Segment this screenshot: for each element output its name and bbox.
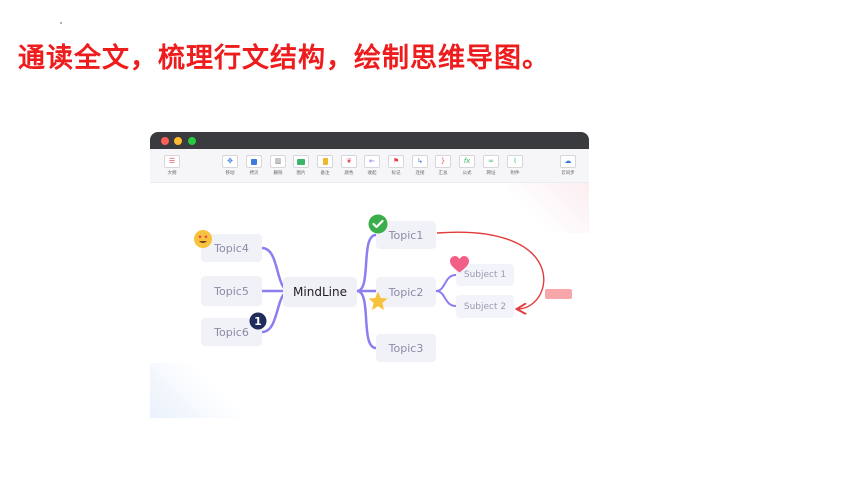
minimize-window-button[interactable] <box>174 137 182 145</box>
central-topic[interactable]: MindLine <box>283 277 357 307</box>
delete-button[interactable]: ▥ 删除 <box>270 155 286 176</box>
mindline-app-window: ☰ 大纲 ✥ 移动 拷贝 ▥ 删除 图片 备注 ❦ 颜色 ⇤ 收起 <box>150 132 589 418</box>
relation-label[interactable] <box>545 289 572 299</box>
move-icon: ✥ <box>222 155 238 168</box>
attachment-button[interactable]: ⌇ 附件 <box>507 155 523 176</box>
link-button[interactable]: ∞ 网址 <box>483 155 499 176</box>
trash-icon: ▥ <box>270 155 286 168</box>
flag-icon: ⚑ <box>388 155 404 168</box>
subject2-node[interactable]: Subject 2 <box>456 295 514 318</box>
decorative-dot <box>60 22 62 24</box>
branch-line-topic1 <box>356 233 377 293</box>
cloud-icon: ☁ <box>560 155 576 168</box>
note-button[interactable]: 备注 <box>317 155 333 176</box>
window-titlebar <box>150 132 589 149</box>
canvas-gradient-decoration <box>509 183 589 233</box>
toolbar: ☰ 大纲 ✥ 移动 拷贝 ▥ 删除 图片 备注 ❦ 颜色 ⇤ 收起 <box>150 149 589 183</box>
cloud-sync-button[interactable]: ☁ 云同步 <box>560 155 576 176</box>
mindmap-canvas[interactable]: Topic4 Topic5 Topic6 MindLine Topic1 Top… <box>150 183 589 418</box>
collapse-button[interactable]: ⇤ 收起 <box>364 155 380 176</box>
outline-icon: ☰ <box>164 155 180 168</box>
outline-button[interactable]: ☰ 大纲 <box>164 155 180 176</box>
star-icon <box>368 291 388 310</box>
maximize-window-button[interactable] <box>188 137 196 145</box>
heart-icon <box>450 256 469 273</box>
heart-eyes-emoji-icon <box>194 230 212 248</box>
topic5-node[interactable]: Topic5 <box>201 276 262 306</box>
topic3-node[interactable]: Topic3 <box>376 334 436 362</box>
branch-line-subject2 <box>435 290 457 307</box>
svg-text:1: 1 <box>254 315 262 328</box>
summary-button[interactable]: } 汇总 <box>435 155 451 176</box>
paperclip-icon: ⌇ <box>507 155 523 168</box>
branch-links <box>261 231 545 350</box>
palette-icon: ❦ <box>341 155 357 168</box>
move-button[interactable]: ✥ 移动 <box>222 155 238 176</box>
priority-1-icon: 1 <box>249 312 267 330</box>
relation-arrow <box>436 231 545 309</box>
copy-button[interactable]: 拷贝 <box>246 155 262 176</box>
collapse-icon: ⇤ <box>364 155 380 168</box>
formula-button[interactable]: fx 公式 <box>459 155 475 176</box>
connect-button[interactable]: ↳ 连接 <box>412 155 428 176</box>
link-icon: ∞ <box>483 155 499 168</box>
image-button[interactable]: 图片 <box>293 155 309 176</box>
connect-icon: ↳ <box>412 155 428 168</box>
canvas-gradient-decoration <box>150 363 240 418</box>
close-window-button[interactable] <box>161 137 169 145</box>
formula-icon: fx <box>459 155 475 168</box>
page-headline: 通读全文，梳理行文结构，绘制思维导图。 <box>18 43 550 74</box>
image-icon <box>293 155 309 168</box>
branch-line-topic3 <box>356 289 377 350</box>
color-button[interactable]: ❦ 颜色 <box>341 155 357 176</box>
copy-icon <box>246 155 262 168</box>
checkmark-icon <box>368 214 388 234</box>
mark-button[interactable]: ⚑ 标记 <box>388 155 404 176</box>
topic2-node[interactable]: Topic2 <box>376 277 436 307</box>
branch-line-subject1 <box>435 274 457 292</box>
subject1-node[interactable]: Subject 1 <box>456 264 514 286</box>
note-icon <box>317 155 333 168</box>
brace-icon: } <box>435 155 451 168</box>
